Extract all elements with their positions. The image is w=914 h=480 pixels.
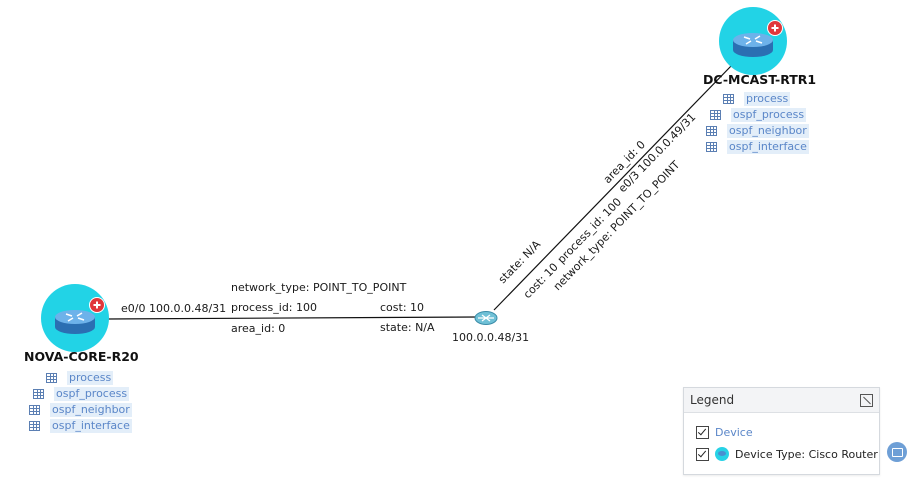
router-icon	[733, 33, 773, 57]
table-icon	[710, 110, 721, 120]
legend-panel: Legend Device Device Type: Cisco Router	[683, 387, 880, 475]
table-icon	[706, 126, 717, 136]
device-name-dc[interactable]: DC-MCAST-RTR1	[703, 72, 817, 87]
table-label[interactable]: process	[67, 371, 114, 385]
table-item[interactable]: ospf_process	[29, 386, 132, 402]
nova-state-label: state: N/A	[380, 321, 435, 334]
legend-item-device-type[interactable]: Device Type: Cisco Router	[684, 443, 879, 465]
table-icon	[33, 389, 44, 399]
table-item[interactable]: ospf_process	[706, 107, 809, 123]
device-checkbox[interactable]	[696, 425, 709, 439]
nova-interface-label: e0/0 100.0.0.48/31	[121, 302, 226, 315]
collapse-icon[interactable]	[860, 393, 873, 407]
table-label[interactable]: ospf_neighbor	[50, 403, 132, 417]
chat-icon[interactable]	[887, 442, 907, 462]
nova-cost-label: cost: 10	[380, 301, 424, 314]
plus-badge-icon	[767, 20, 783, 36]
table-label[interactable]: ospf_neighbor	[727, 124, 809, 138]
table-icon	[29, 405, 40, 415]
table-label[interactable]: ospf_process	[731, 108, 807, 122]
legend-device-label: Device	[715, 425, 753, 439]
table-item[interactable]: process	[29, 370, 132, 386]
device-type-checkbox[interactable]	[696, 447, 709, 461]
subnet-hub-icon	[474, 311, 498, 325]
nova-process-id-label: process_id: 100	[231, 301, 317, 314]
table-icon	[723, 94, 734, 104]
device-nova-core-r20[interactable]	[41, 284, 109, 352]
dc-table-list: process ospf_process ospf_neighbor ospf_…	[706, 91, 809, 155]
plus-badge-icon	[89, 297, 105, 313]
legend-device-type-label: Device Type: Cisco Router	[735, 447, 878, 461]
subnet-label: 100.0.0.48/31	[452, 331, 529, 344]
table-item[interactable]: process	[706, 91, 809, 107]
table-label[interactable]: ospf_process	[54, 387, 130, 401]
device-name-nova[interactable]: NOVA-CORE-R20	[24, 349, 139, 364]
table-icon	[29, 421, 40, 431]
nova-network-type-label: network_type: POINT_TO_POINT	[231, 281, 407, 294]
table-icon	[706, 142, 717, 152]
table-icon	[46, 373, 57, 383]
link-subnet-to-dc[interactable]	[493, 63, 734, 311]
table-item[interactable]: ospf_interface	[29, 418, 132, 434]
legend-header: Legend	[684, 388, 879, 413]
table-label[interactable]: ospf_interface	[727, 140, 809, 154]
table-item[interactable]: ospf_neighbor	[29, 402, 132, 418]
nova-area-id-label: area_id: 0	[231, 322, 285, 335]
router-icon	[55, 310, 95, 334]
device-dc-mcast-rtr1[interactable]	[719, 7, 787, 75]
table-label[interactable]: ospf_interface	[50, 419, 132, 433]
legend-item-device[interactable]: Device	[684, 421, 879, 443]
link-nova-to-subnet[interactable]	[107, 316, 479, 320]
router-icon	[715, 447, 729, 461]
table-item[interactable]: ospf_interface	[706, 139, 809, 155]
subnet-node[interactable]	[474, 311, 498, 325]
legend-title: Legend	[690, 393, 735, 407]
nova-table-list: process ospf_process ospf_neighbor ospf_…	[29, 370, 132, 434]
table-label[interactable]: process	[744, 92, 791, 106]
table-item[interactable]: ospf_neighbor	[706, 123, 809, 139]
